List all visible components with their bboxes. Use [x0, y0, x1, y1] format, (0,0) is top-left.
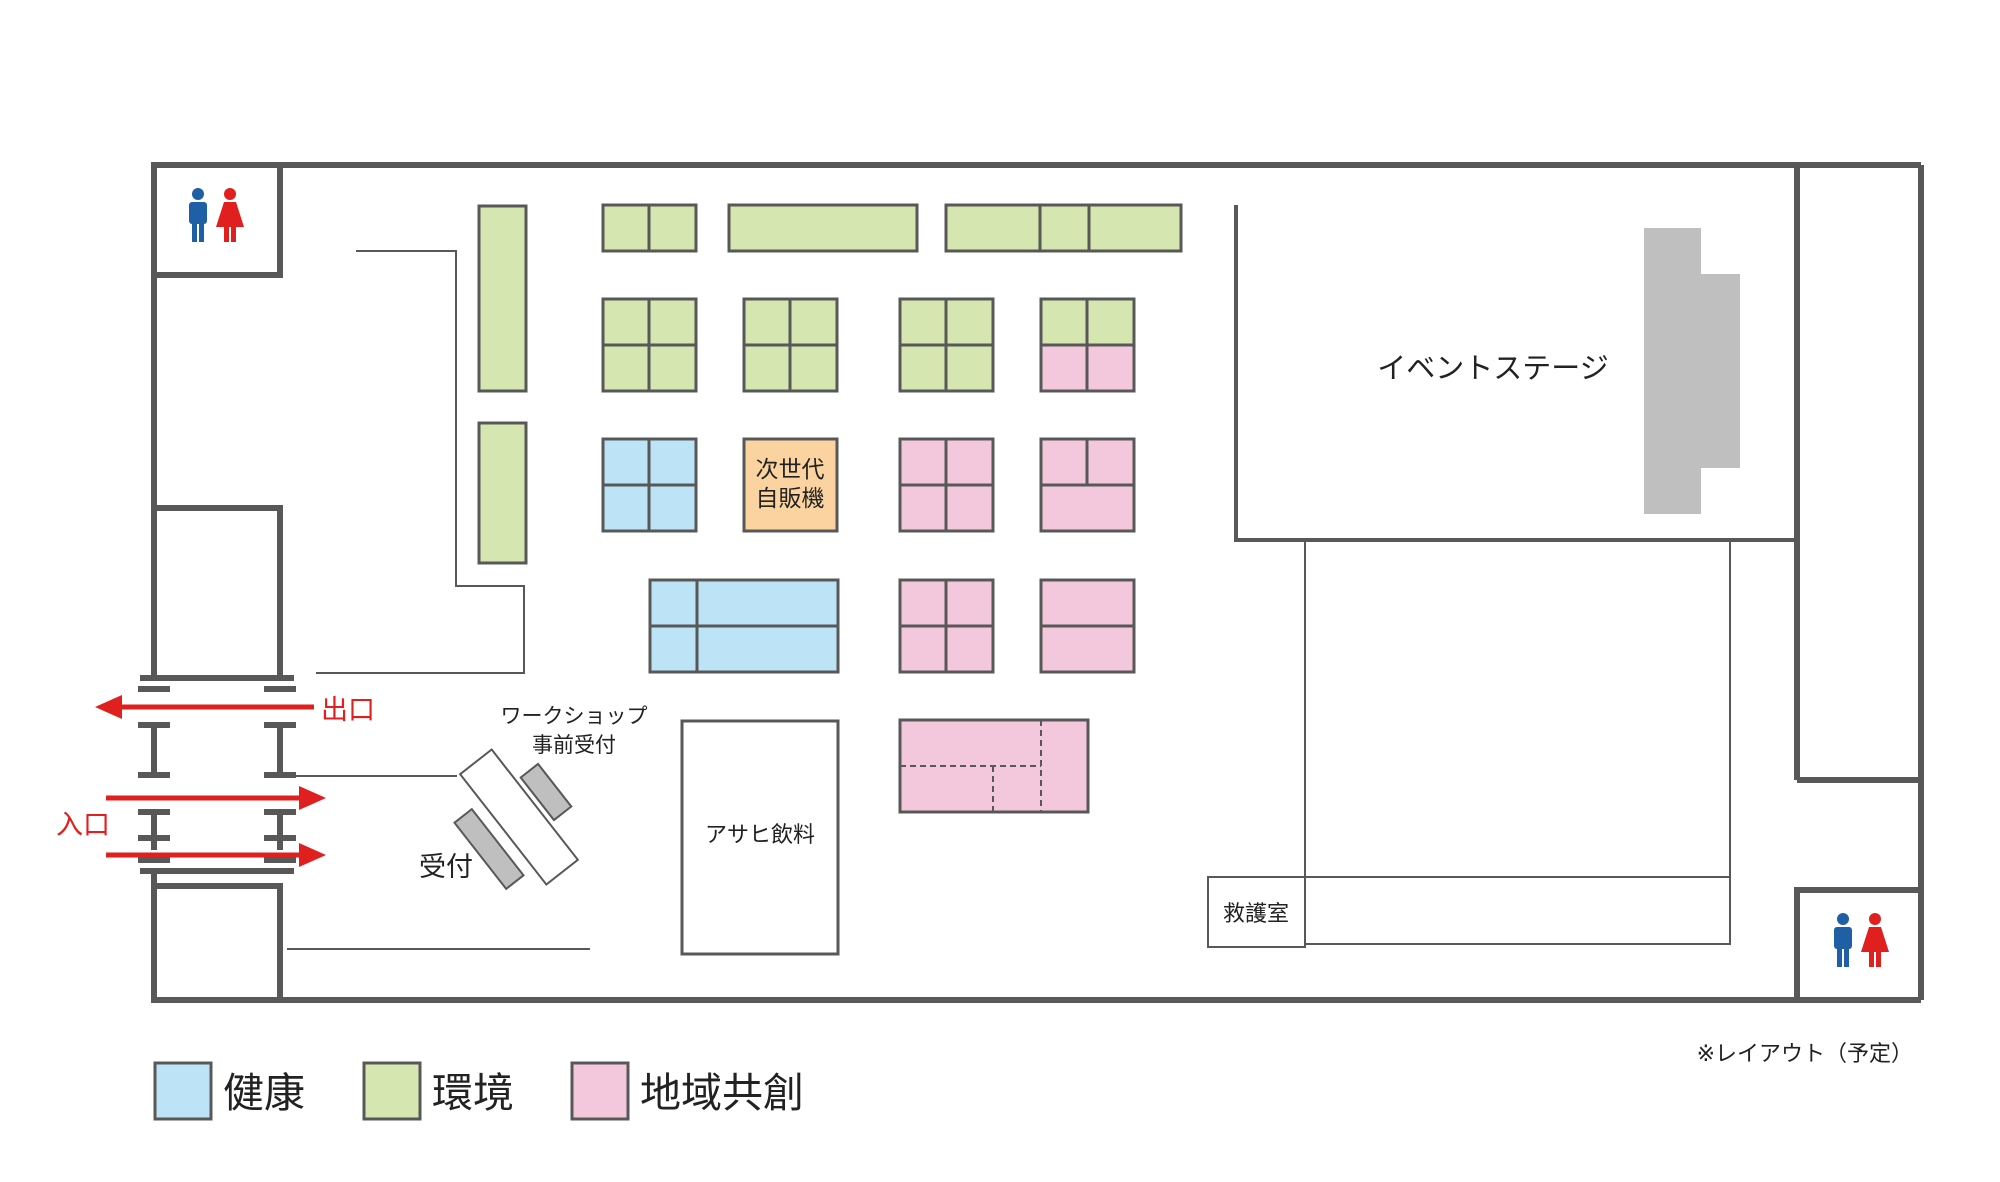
environment-booths	[477, 203, 1183, 565]
next-gen-vending-booth[interactable]: 次世代 自販機	[742, 437, 839, 533]
booth-env[interactable]	[944, 203, 1183, 253]
legend-label-environment: 環境	[432, 1069, 514, 1117]
workshop-label-line2: 事前受付	[532, 733, 616, 757]
event-stage-area: イベントステージ	[1234, 205, 1797, 542]
stage-platform	[1644, 228, 1740, 514]
next-gen-label-line1: 次世代	[756, 457, 825, 483]
reception-desk-large[interactable]	[458, 748, 580, 886]
first-aid-room[interactable]: 救護室	[1207, 876, 1306, 948]
restroom-icon	[189, 188, 244, 242]
entrance-arrow-2	[106, 843, 326, 867]
male-icon	[1834, 913, 1852, 967]
health-booths	[601, 437, 840, 674]
building-walls	[140, 162, 1924, 1003]
male-icon	[189, 188, 207, 242]
asahi-label: アサヒ飲料	[705, 823, 815, 848]
booth-env[interactable]	[727, 203, 919, 253]
next-gen-label-line2: 自販機	[756, 486, 825, 512]
reception-label: 受付	[419, 852, 473, 883]
first-aid-label: 救護室	[1223, 902, 1289, 927]
entrance-label: 入口	[56, 810, 110, 841]
female-icon	[1861, 913, 1889, 967]
entrance-arrow-1	[106, 786, 326, 810]
exit-label: 出口	[321, 695, 375, 726]
legend-item-community: 地域共創	[570, 1061, 804, 1121]
legend: 健康 環境 地域共創	[153, 1061, 804, 1121]
exit-arrow	[95, 695, 314, 719]
reception-desk[interactable]	[453, 807, 525, 891]
event-stage-label: イベントステージ	[1377, 351, 1608, 385]
legend-label-health: 健康	[223, 1069, 305, 1117]
workshop-label-line1: ワークショップ	[501, 704, 648, 728]
female-icon	[216, 188, 244, 242]
asahi-booth[interactable]: アサヒ飲料	[680, 719, 840, 956]
workshop-desk[interactable]	[519, 762, 573, 822]
restroom-icon	[1834, 913, 1889, 967]
layout-note: ※レイアウト（予定）	[1697, 1042, 1913, 1067]
reception-desks	[453, 748, 580, 891]
legend-item-health: 健康	[153, 1061, 305, 1121]
legend-item-environment: 環境	[362, 1061, 514, 1121]
booth-env[interactable]	[477, 204, 528, 393]
community-booths	[898, 343, 1136, 814]
entrance-pillars	[138, 686, 296, 863]
booth-env[interactable]	[477, 421, 528, 565]
legend-label-community: 地域共創	[640, 1069, 804, 1117]
